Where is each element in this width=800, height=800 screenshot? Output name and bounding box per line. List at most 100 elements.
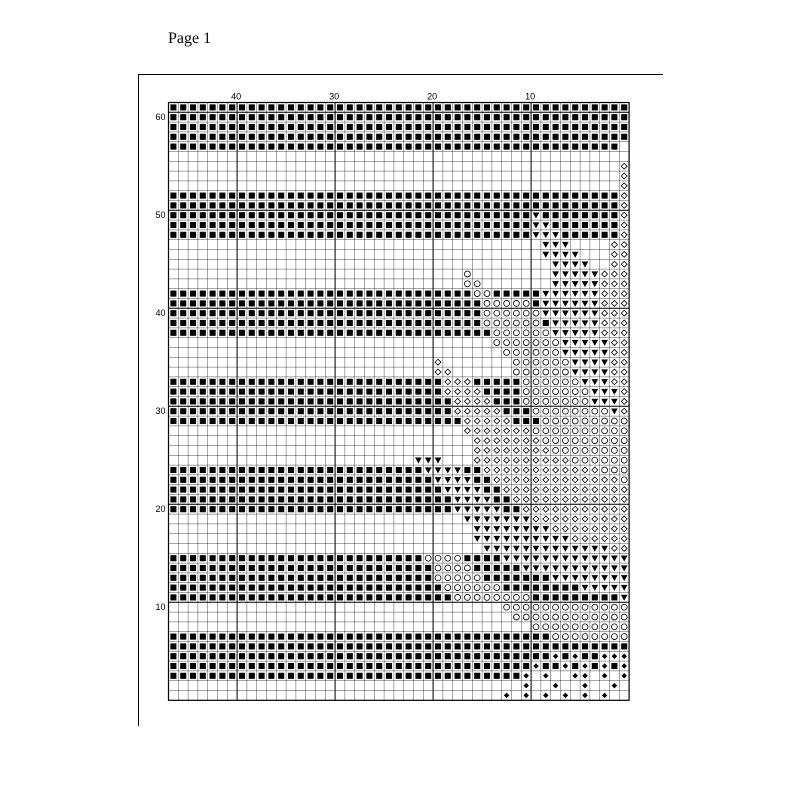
stitch-filled-square: [346, 221, 353, 229]
stitch-filled-square: [317, 378, 324, 385]
stitch-filled-square: [307, 466, 314, 474]
stitch-filled-triangle: [454, 486, 461, 493]
stitch-filled-square: [493, 133, 500, 140]
stitch-filled-square: [532, 633, 540, 640]
stitch-filled-square: [532, 653, 540, 660]
stitch-filled-square: [180, 310, 187, 317]
stitch-filled-square: [503, 133, 510, 140]
stitch-open-diamond: [561, 456, 569, 464]
stitch-filled-square: [474, 672, 481, 679]
stitch-filled-triangle: [562, 320, 569, 327]
stitch-filled-square: [464, 192, 471, 199]
stitch-filled-square: [434, 653, 442, 660]
stitch-filled-square: [385, 643, 393, 650]
stitch-filled-square: [229, 653, 236, 660]
stitch-open-circle: [552, 613, 559, 621]
stitch-filled-square: [552, 594, 559, 601]
stitch-filled-square: [405, 574, 412, 581]
stitch-filled-square: [415, 476, 422, 483]
stitch-filled-square: [385, 506, 393, 513]
stitch-filled-square: [493, 662, 500, 670]
stitch-filled-square: [444, 221, 451, 229]
stitch-filled-square: [317, 506, 324, 513]
stitch-filled-square: [307, 408, 314, 415]
stitch-filled-square: [170, 329, 177, 336]
stitch-open-circle: [601, 456, 608, 464]
stitch-open-diamond: [483, 456, 491, 464]
stitch-filled-square: [483, 662, 491, 670]
stitch-filled-square: [336, 486, 344, 493]
stitch-filled-square: [287, 555, 295, 562]
stitch-filled-square: [434, 310, 442, 317]
stitch-filled-square: [385, 672, 393, 679]
stitch-filled-square: [258, 594, 265, 601]
stitch-filled-triangle: [434, 457, 442, 464]
stitch-open-diamond: [620, 358, 628, 366]
stitch-filled-triangle: [454, 467, 461, 474]
stitch-open-diamond: [532, 466, 540, 474]
stitch-open-circle: [601, 417, 608, 425]
stitch-filled-square: [483, 555, 491, 562]
stitch-filled-square: [493, 192, 500, 199]
stitch-filled-square: [258, 114, 265, 121]
stitch-filled-square: [327, 329, 334, 336]
stitch-filled-square: [297, 398, 304, 405]
stitch-open-diamond: [552, 505, 560, 513]
stitch-open-diamond: [542, 495, 550, 503]
stitch-filled-square: [297, 290, 304, 297]
stitch-filled-square: [611, 123, 618, 131]
stitch-filled-square: [238, 496, 246, 503]
stitch-filled-square: [474, 466, 481, 474]
stitch-filled-square: [434, 221, 442, 229]
stitch-open-circle: [581, 407, 589, 415]
stitch-open-circle: [611, 427, 618, 435]
stitch-filled-square: [199, 564, 206, 572]
stitch-filled-square: [258, 417, 265, 425]
stitch-filled-square: [238, 123, 246, 131]
stitch-filled-square: [591, 123, 598, 131]
stitch-filled-square: [189, 202, 197, 209]
stitch-filled-square: [464, 123, 471, 131]
stitch-filled-square: [454, 310, 461, 317]
stitch-filled-square: [444, 192, 451, 199]
stitch-filled-square: [327, 192, 334, 199]
stitch-filled-square: [611, 231, 618, 238]
stitch-filled-square: [229, 143, 236, 150]
stitch-open-diamond: [571, 525, 579, 533]
stitch-filled-square: [376, 496, 383, 503]
stitch-open-circle: [434, 564, 442, 572]
stitch-filled-square: [346, 408, 353, 415]
stitch-open-circle: [513, 603, 520, 611]
stitch-open-circle: [571, 417, 579, 425]
stitch-filled-square: [493, 486, 500, 493]
stitch-filled-square: [327, 408, 334, 415]
stitch-open-diamond: [561, 486, 569, 494]
stitch-filled-square: [248, 417, 255, 425]
stitch-filled-square: [209, 329, 216, 336]
stitch-filled-square: [219, 643, 226, 650]
stitch-open-circle: [620, 427, 628, 435]
stitch-filled-square: [513, 398, 520, 405]
row-number-label: 30: [155, 406, 165, 416]
stitch-filled-square: [464, 202, 471, 209]
stitch-open-circle: [562, 378, 569, 386]
stitch-filled-square: [189, 378, 197, 385]
stitch-filled-square: [268, 104, 275, 111]
stitch-open-circle: [434, 554, 442, 562]
stitch-filled-square: [523, 133, 530, 140]
stitch-filled-square: [366, 574, 373, 581]
stitch-filled-square: [287, 388, 295, 395]
stitch-open-circle: [542, 329, 550, 337]
stitch-open-circle: [571, 456, 579, 464]
stitch-filled-square: [523, 212, 530, 219]
stitch-filled-square: [415, 300, 422, 307]
stitch-filled-square: [503, 574, 510, 581]
stitch-filled-square: [248, 388, 255, 395]
stitch-filled-square: [493, 555, 500, 562]
stitch-filled-square: [523, 574, 530, 581]
stitch-filled-square: [229, 212, 236, 219]
stitch-filled-square: [415, 417, 422, 425]
stitch-open-diamond: [610, 476, 618, 484]
stitch-filled-square: [591, 133, 598, 140]
stitch-filled-square: [229, 496, 236, 503]
